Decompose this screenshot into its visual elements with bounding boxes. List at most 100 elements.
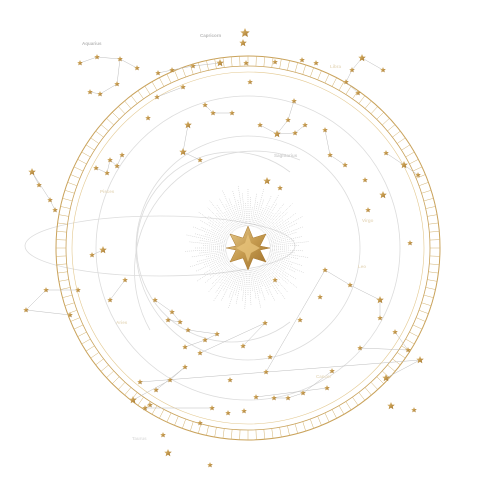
constellation-line (394, 331, 409, 351)
label-lower-left: Aries (116, 320, 128, 325)
sun-ray (266, 259, 297, 280)
ring-tick (222, 428, 225, 439)
sun-ray (258, 194, 280, 230)
ring-tick (287, 60, 290, 71)
ring-tick (423, 294, 434, 298)
ring-tick (58, 214, 69, 217)
sun-ray (255, 268, 264, 288)
constellation-line (156, 86, 184, 98)
constellation-line (294, 124, 306, 134)
sun-ray (252, 269, 261, 308)
ring-tick (396, 137, 406, 144)
sun-ray (262, 211, 281, 232)
constellation-line (132, 379, 171, 401)
sun-ray (204, 252, 227, 258)
sun-ray (263, 203, 293, 233)
five-point-star-icon (94, 54, 100, 60)
five-point-star-icon (167, 377, 173, 383)
five-point-star-icon (297, 317, 303, 323)
five-point-star-icon (145, 115, 151, 121)
ring-tick (57, 222, 68, 225)
sun-ray (222, 266, 238, 292)
sun-ray (250, 269, 253, 291)
five-point-star-icon (357, 345, 363, 351)
sun-ray (210, 228, 229, 239)
ring-tick (427, 279, 438, 282)
sun-ray (218, 197, 238, 230)
ring-tick (416, 317, 426, 322)
five-point-star-icon (36, 182, 42, 188)
five-point-star-icon (240, 28, 250, 38)
sun-ray (235, 269, 243, 296)
ring-tick (376, 376, 384, 384)
sun-ray (194, 233, 227, 243)
five-point-star-icon (160, 432, 166, 438)
sun-ray (266, 215, 304, 238)
sun-ray (216, 262, 232, 277)
outer-ring (55, 55, 441, 441)
ring-tick (392, 130, 401, 138)
five-point-star-icon (285, 395, 291, 401)
sun-ray (240, 269, 245, 292)
ring-tick (112, 376, 120, 384)
constellation-line (255, 387, 328, 398)
ring-tick (62, 294, 73, 298)
five-point-star-icon (165, 317, 171, 323)
ring-tick (428, 271, 439, 274)
ring-tick (137, 90, 144, 100)
sun-ray (259, 203, 278, 230)
constellation-line (169, 366, 186, 381)
ring-tick (90, 137, 100, 144)
sun-ray (189, 241, 227, 246)
ring-tick (151, 405, 158, 415)
ring-tick (302, 421, 306, 432)
ring-tick (345, 85, 352, 95)
five-point-star-icon (262, 320, 268, 326)
constellation-line (287, 100, 295, 121)
five-point-star-icon (227, 377, 233, 383)
five-point-star-icon (169, 309, 175, 315)
sun-ray (251, 192, 257, 227)
five-point-star-icon (114, 81, 120, 87)
ring-tick (67, 310, 78, 314)
five-point-star-icon (355, 90, 361, 96)
ring-tick (294, 423, 298, 434)
five-point-star-icon (247, 79, 253, 85)
ring-tick (382, 118, 390, 126)
sun-ray (261, 202, 285, 232)
sun-ray (201, 227, 228, 240)
ring-tick (73, 166, 84, 172)
constellation-line (192, 62, 221, 67)
ring-tick (418, 310, 429, 314)
ring-tick (405, 151, 415, 158)
sun-ray (212, 266, 237, 302)
ring-tick (310, 67, 314, 78)
ring-tick (428, 222, 439, 225)
constellation-line (171, 65, 194, 71)
five-point-star-icon (263, 369, 269, 375)
five-point-star-icon (285, 117, 291, 123)
ring-tick (387, 364, 396, 372)
sun-ray (254, 268, 266, 302)
label-bottom-right: Cancer (316, 374, 332, 379)
ring-tick (412, 324, 423, 330)
label-upper-right: Libra (330, 64, 341, 69)
ring-tick (85, 144, 95, 151)
ring-tick (370, 382, 378, 390)
sun-ray (209, 260, 231, 276)
ring-tick (338, 405, 345, 415)
constellation-line (242, 322, 266, 347)
ring-tick (401, 144, 411, 151)
ring-tick (95, 130, 104, 138)
ring-tick (166, 412, 172, 423)
constellation-line (106, 159, 111, 174)
sun-ray (211, 263, 233, 285)
sun-ray (264, 262, 289, 285)
constellation-line (204, 333, 218, 341)
sun-ray (269, 236, 303, 244)
ring-tick (159, 409, 165, 419)
sun-ray (256, 195, 272, 228)
ring-tick (310, 418, 314, 429)
label-bottom-left: Taurus (132, 436, 147, 441)
sun-ray (269, 250, 295, 254)
